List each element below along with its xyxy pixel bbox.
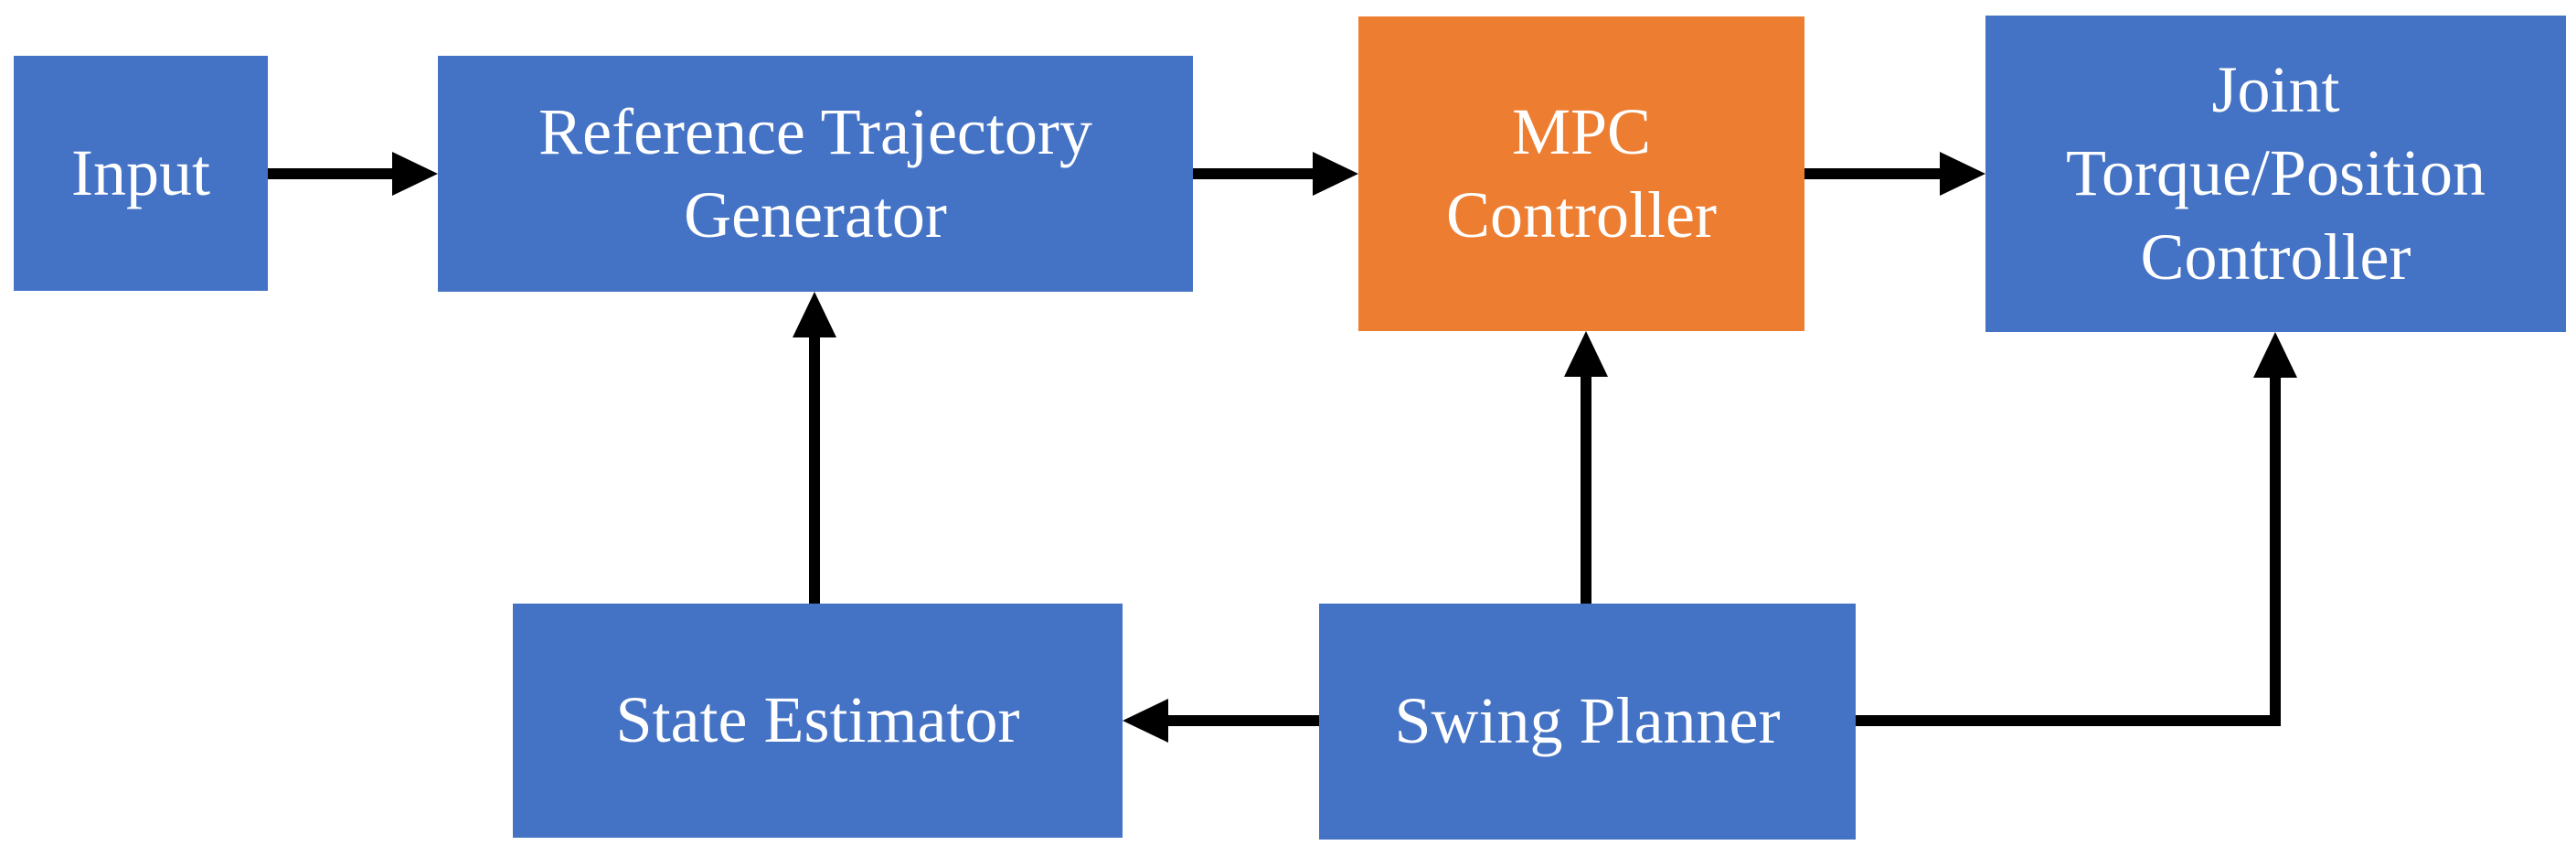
arrow-head-up-icon <box>2253 332 2297 378</box>
node-state-estimator: State Estimator <box>513 604 1123 838</box>
arrow-head-right-icon <box>1940 152 1985 196</box>
node-mpc-controller: MPC Controller <box>1358 16 1804 331</box>
arrow-shaft-horizontal <box>1856 715 2281 726</box>
arrow-shaft <box>1581 377 1591 604</box>
arrow-head-up-icon <box>793 292 836 337</box>
node-swing-planner: Swing Planner <box>1319 604 1856 840</box>
node-reference-trajectory-generator: Reference Trajectory Generator <box>438 56 1193 292</box>
arrow-head-left-icon <box>1123 699 1168 743</box>
node-joint-torque-position-controller: Joint Torque/Position Controller <box>1985 16 2566 332</box>
arrow-shaft <box>1804 168 1940 179</box>
arrow-shaft <box>268 168 392 179</box>
arrow-head-right-icon <box>392 152 438 196</box>
arrow-shaft <box>809 337 820 604</box>
arrow-head-up-icon <box>1564 331 1608 377</box>
arrow-shaft-vertical <box>2270 378 2281 726</box>
arrow-shaft <box>1193 168 1313 179</box>
node-input: Input <box>14 56 268 291</box>
arrow-shaft <box>1168 715 1319 726</box>
arrow-head-right-icon <box>1313 152 1358 196</box>
